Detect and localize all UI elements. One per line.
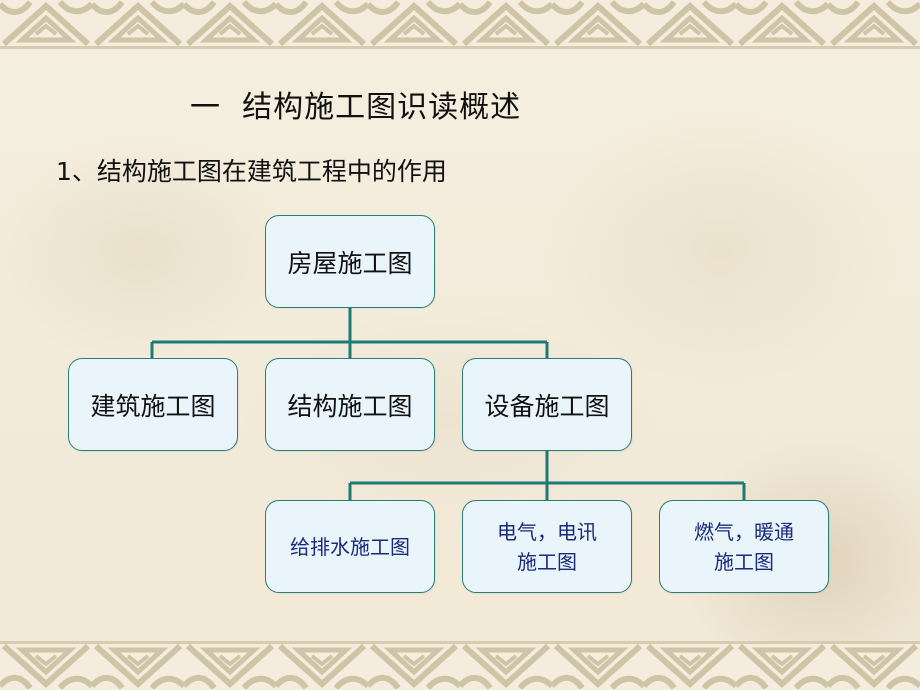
node-electrical-telecom-drawings: 电气，电讯 施工图 [462,500,632,593]
node-structural-drawings: 结构施工图 [265,358,435,451]
node-gas-hvac-drawings: 燃气，暖通 施工图 [659,500,829,593]
node-label: 房屋施工图 [287,248,413,278]
decorative-border-top [0,0,920,46]
border-rule-bottom [0,641,920,644]
node-label: 设备施工图 [484,391,610,421]
node-label-line1: 电气，电讯 [497,519,597,544]
node-equipment-drawings: 设备施工图 [462,358,632,451]
node-plumbing-drawings: 给排水施工图 [265,500,435,593]
border-rule-top [0,46,920,49]
node-label: 结构施工图 [287,391,413,421]
node-building-drawings: 房屋施工图 [265,215,435,308]
node-label-line1: 燃气，暖通 [694,519,794,544]
node-label: 建筑施工图 [90,391,216,421]
node-label-line2: 施工图 [714,549,774,574]
node-label-line2: 施工图 [517,549,577,574]
decorative-border-bottom [0,644,920,690]
node-label-line1: 给排水施工图 [290,534,410,559]
slide-subtitle: 1、结构施工图在建筑工程中的作用 [56,157,447,186]
node-architectural-drawings: 建筑施工图 [68,358,238,451]
slide-title: 一 结构施工图识读概述 [190,90,522,125]
